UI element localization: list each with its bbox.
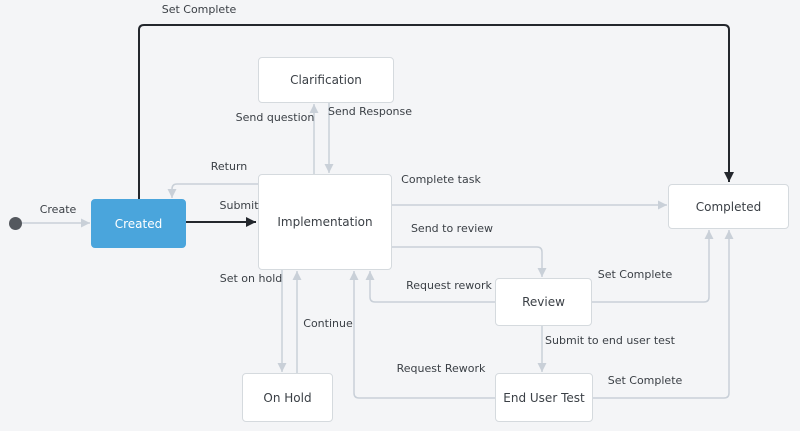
edge-request-rework-end-user-test (349, 271, 495, 399)
edge-set-complete-created (138, 24, 734, 199)
state-completed: Completed (668, 184, 789, 229)
initial-state-dot (9, 217, 22, 230)
edge-label-set-on-hold: Set on hold (219, 272, 283, 285)
edge-label-complete-task: Complete task (401, 173, 481, 186)
edge-label-send-question: Send question (235, 111, 315, 124)
edge-label-submit-to-end-user-test: Submit to end user test (545, 334, 675, 347)
edge-label-submit: Submit (219, 199, 259, 212)
edge-label-create: Create (39, 203, 77, 216)
edge-send-to-review (392, 246, 547, 277)
edge-label-send-response: Send Response (327, 105, 413, 118)
state-implementation: Implementation (258, 174, 392, 270)
edge-set-complete-review (592, 230, 714, 303)
edge-return (167, 183, 258, 198)
edge-label-continue: Continue (303, 317, 353, 330)
state-created: Created (91, 199, 186, 248)
edge-label-request-rework-end-user-test: Request Rework (396, 362, 486, 375)
state-end-user-test: End User Test (495, 373, 593, 422)
state-clarification: Clarification (258, 57, 394, 103)
edge-label-send-to-review: Send to review (410, 222, 494, 235)
state-review: Review (495, 278, 592, 326)
edge-set-complete-end-user-test (593, 230, 734, 399)
edge-label-set-complete-review: Set Complete (597, 268, 673, 281)
state-on-hold: On Hold (242, 373, 333, 422)
edge-label-request-rework-review: Request rework (406, 279, 492, 292)
edge-label-set-complete-created: Set Complete (161, 3, 237, 16)
edge-request-rework-review (365, 271, 495, 303)
edge-label-return: Return (210, 160, 248, 173)
edge-label-set-complete-end-user-test: Set Complete (607, 374, 683, 387)
